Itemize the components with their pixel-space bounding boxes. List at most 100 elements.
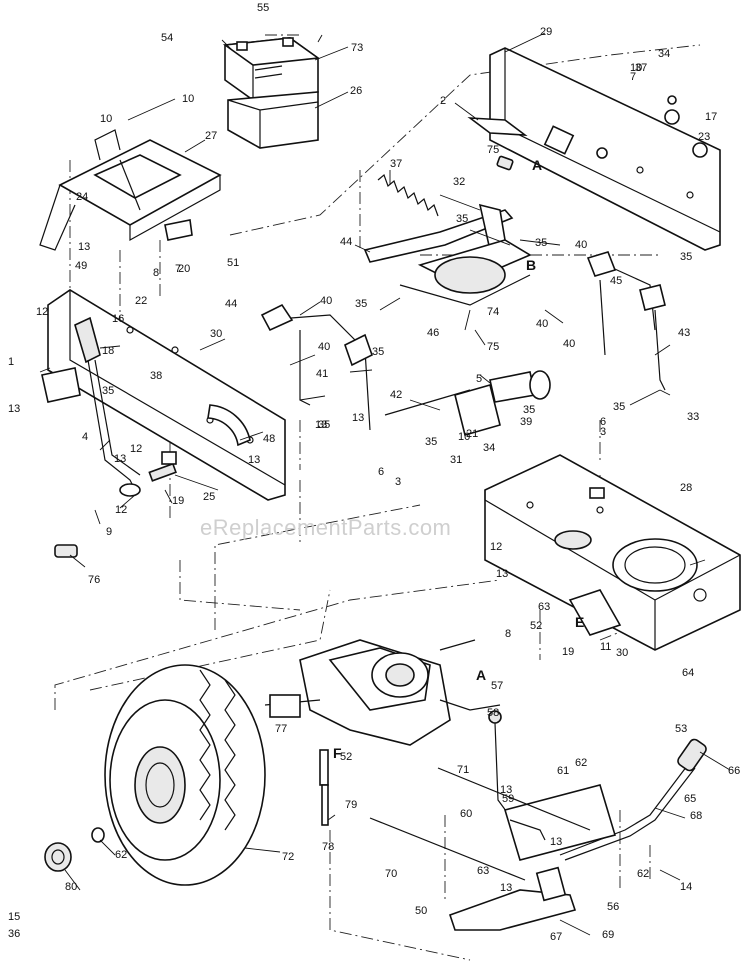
callout-label: 34: [483, 442, 495, 454]
pedal-rod: [559, 738, 707, 861]
callout-label: 35: [355, 298, 367, 310]
callout-labels: 1233456677889101010101112121212131313131…: [8, 2, 740, 943]
callout-label: 42: [390, 389, 402, 401]
callout-label: 24: [76, 191, 88, 203]
callout-label: 27: [205, 130, 217, 142]
callout-label: 45: [610, 275, 622, 287]
reference-letter: A: [532, 157, 542, 173]
callout-label: 35: [456, 213, 468, 225]
rear-tire: [104, 664, 266, 886]
reference-letter: A: [476, 667, 486, 683]
phantom-lines: [54, 34, 701, 961]
battery-tray: [227, 91, 319, 149]
callout-label: 65: [684, 793, 696, 805]
callout-label: 71: [457, 764, 469, 776]
bracket-29: [568, 589, 622, 636]
callout-label: 2: [440, 95, 446, 107]
callout-label: 66: [728, 765, 740, 777]
callout-label: 5: [476, 373, 482, 385]
callout-label: 13: [78, 241, 90, 253]
callout-label: 13: [496, 568, 508, 580]
brake-pedal-linkage: [363, 203, 532, 306]
callout-label: 13: [352, 412, 364, 424]
callout-label: 13: [114, 453, 126, 465]
pins: [319, 749, 329, 826]
callout-label: 19: [562, 646, 574, 658]
callout-label: 10: [630, 62, 642, 74]
callout-label: 8: [505, 628, 511, 640]
callout-label: 35: [372, 346, 384, 358]
callout-label: 13: [550, 836, 562, 848]
callout-label: 30: [616, 647, 628, 659]
callout-label: 16: [112, 313, 124, 325]
bushings: [664, 95, 708, 158]
left-frame: [47, 289, 286, 501]
callout-label: 18: [102, 345, 114, 357]
callout-label: 68: [690, 810, 702, 822]
callout-label: 62: [115, 849, 127, 861]
transaxle: [264, 639, 501, 746]
callout-label: 63: [538, 601, 550, 613]
callout-label: 35: [535, 237, 547, 249]
callout-label: 3: [395, 476, 401, 488]
callout-label: 7: [630, 71, 636, 83]
callout-label: 13: [500, 784, 512, 796]
callout-label: 10: [458, 431, 470, 443]
callout-label: 3: [600, 426, 606, 438]
callout-label: 40: [318, 341, 330, 353]
callout-label: 48: [263, 433, 275, 445]
callout-label: 9: [106, 526, 112, 538]
callout-label: 32: [453, 176, 465, 188]
callout-label: 53: [675, 723, 687, 735]
sector-gear: [207, 404, 251, 447]
callout-label: 35: [425, 436, 437, 448]
callout-label: 54: [161, 32, 173, 44]
callout-label: 38: [150, 370, 162, 382]
callout-label: 12: [36, 306, 48, 318]
callout-label: 62: [637, 868, 649, 880]
callout-label: 73: [351, 42, 363, 54]
callout-label: 4: [82, 431, 88, 443]
callout-label: 64: [682, 667, 694, 679]
callout-label: 77: [275, 723, 287, 735]
callout-label: 7: [175, 263, 181, 275]
callout-label: 11: [600, 641, 611, 653]
callout-label: 35: [523, 404, 535, 416]
callout-label: 80: [65, 881, 77, 893]
callout-label: 28: [680, 482, 692, 494]
callout-label: 79: [345, 799, 357, 811]
callout-label: 12: [490, 541, 502, 553]
callout-label: 74: [487, 306, 499, 318]
callout-label: 49: [75, 260, 87, 272]
callout-label: 14: [680, 881, 692, 893]
lower-shaft: [448, 866, 577, 931]
callout-label: 59: [502, 793, 514, 805]
callout-label: 67: [550, 931, 562, 943]
callout-label: 51: [227, 257, 239, 269]
control-rods: [369, 767, 591, 881]
callout-label: 44: [225, 298, 237, 310]
callout-label: 55: [257, 2, 269, 14]
lift-lever: [74, 316, 141, 497]
callout-label: 13: [248, 454, 260, 466]
callout-label: 50: [415, 905, 427, 917]
callout-label: 22: [135, 295, 147, 307]
lift-brackets: [260, 251, 666, 367]
callout-label: 1: [8, 356, 14, 368]
callout-label: 75: [487, 144, 499, 156]
callout-label: 13: [8, 403, 20, 415]
pedal-bracket: [503, 784, 617, 861]
clip-75-upper: [496, 155, 514, 171]
callout-label: 19: [172, 495, 184, 507]
rear-frame-plate: [489, 47, 721, 251]
callout-label: 40: [563, 338, 575, 350]
reference-letter: E: [575, 614, 584, 630]
callout-label: 40: [320, 295, 332, 307]
main-frame: [484, 454, 741, 651]
callout-label: 26: [350, 85, 362, 97]
callout-label: 30: [210, 328, 222, 340]
washer-80: [91, 827, 105, 843]
callout-label: 12: [115, 504, 127, 516]
callout-label: 41: [316, 368, 328, 380]
